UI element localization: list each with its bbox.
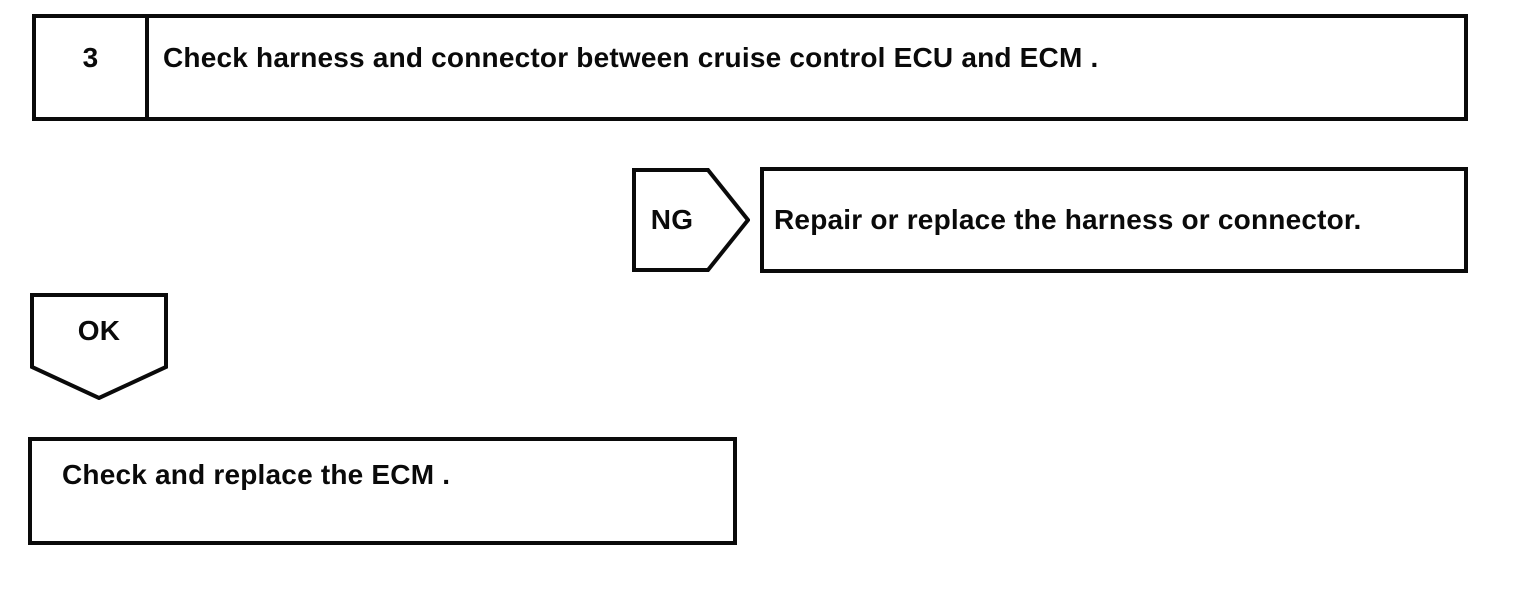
ng-action-box: Repair or replace the harness or connect… xyxy=(760,167,1468,273)
step-box: 3 Check harness and connector between cr… xyxy=(32,14,1468,121)
ok-action-text: Check and replace the ECM . xyxy=(62,459,451,490)
ok-action-box: Check and replace the ECM . xyxy=(28,437,737,545)
step-number-cell: 3 xyxy=(36,18,149,117)
ng-pentagon-right-arrow-icon xyxy=(632,168,750,272)
ok-label: OK xyxy=(77,315,121,346)
ok-connector: OK xyxy=(30,293,168,400)
step-instruction-cell: Check harness and connector between crui… xyxy=(149,18,1464,117)
ok-pentagon-down-arrow-icon xyxy=(30,293,168,400)
step-instruction: Check harness and connector between crui… xyxy=(163,42,1099,73)
ng-action-text: Repair or replace the harness or connect… xyxy=(774,204,1362,235)
ng-connector: NG xyxy=(632,168,750,272)
step-number: 3 xyxy=(82,42,99,73)
ng-label: NG xyxy=(650,204,694,235)
